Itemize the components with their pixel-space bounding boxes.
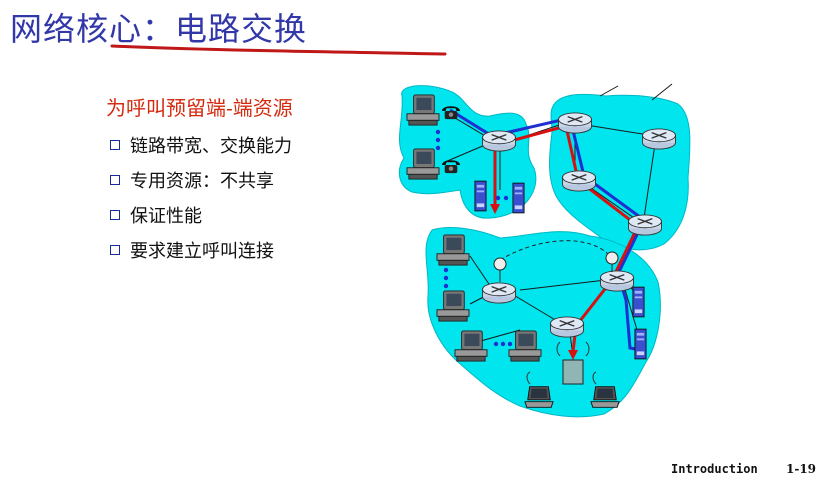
checkbox-bullet-icon xyxy=(110,174,120,185)
bullet-text: 专用资源：不共享 xyxy=(130,170,274,192)
bullet-text: 保证性能 xyxy=(130,205,202,227)
laptop-icon xyxy=(590,386,620,408)
bullet-item: 要求建立呼叫连接 xyxy=(110,232,292,267)
server-icon xyxy=(634,328,647,360)
wireless-dashed-link xyxy=(499,240,611,261)
bullet-item: 链路带宽、交换能力 xyxy=(110,127,292,162)
footer-course-label: Introduction xyxy=(671,462,758,476)
bullet-text: 链路带宽、交换能力 xyxy=(130,135,292,157)
checkbox-bullet-icon xyxy=(110,209,120,220)
laptop-icon xyxy=(524,386,554,408)
server-icon xyxy=(512,182,525,214)
checkbox-bullet-icon xyxy=(110,139,120,150)
router-icon xyxy=(627,214,663,236)
bullet-item: 保证性能 xyxy=(110,197,292,232)
server-icon xyxy=(474,180,487,212)
router-icon xyxy=(557,112,593,134)
wireless-base-station-icon xyxy=(556,341,590,385)
router-icon xyxy=(481,282,517,304)
checkbox-bullet-icon xyxy=(110,244,120,255)
server-icon xyxy=(632,286,645,318)
router-icon xyxy=(481,130,517,152)
bullet-text: 要求建立呼叫连接 xyxy=(130,240,274,262)
ellipsis-dots xyxy=(435,129,513,347)
footer-slide-number: 1-19 xyxy=(786,462,817,476)
router-icon xyxy=(599,270,635,292)
section-heading: 为呼叫预留端-端资源 xyxy=(106,96,293,120)
router-icon xyxy=(561,170,597,192)
router-icon xyxy=(549,316,585,338)
satellite-dish-icon xyxy=(605,251,619,272)
bullet-list: 链路带宽、交换能力 专用资源：不共享 保证性能 要求建立呼叫连接 xyxy=(110,127,292,267)
circuit-switching-network-figure xyxy=(398,83,691,418)
title-underline xyxy=(110,44,447,56)
router-icon xyxy=(641,128,677,150)
slide-title: 网络核心：电路交换 xyxy=(10,10,308,48)
satellite-dish-icon xyxy=(493,257,507,282)
bullet-item: 专用资源：不共享 xyxy=(110,162,292,197)
